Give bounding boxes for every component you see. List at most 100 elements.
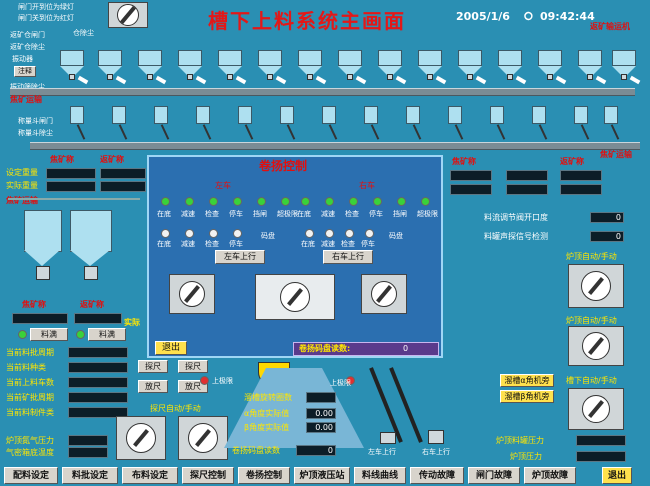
chute-15 xyxy=(629,75,641,85)
hopper-3 xyxy=(138,50,162,80)
weigh-gate-3 xyxy=(160,124,170,140)
chute-2 xyxy=(115,75,127,85)
left-car-label-2: 减速 xyxy=(181,210,195,218)
label-cur-type: 当前料种类 xyxy=(6,363,46,372)
right-value-6 xyxy=(560,184,602,195)
dialog-exit-button[interactable]: 退出 xyxy=(155,341,187,355)
cur-up-value xyxy=(68,377,128,388)
left-encoder-label-1: 在底 xyxy=(157,240,171,248)
left-car-label-5: 挡闸 xyxy=(253,210,267,218)
chute-11 xyxy=(475,75,487,85)
chute-beta-button[interactable]: 溜槽β角机旁 xyxy=(500,390,554,403)
set-weight-left xyxy=(46,168,96,179)
left-car-label-4: 停车 xyxy=(229,210,243,218)
chute-10 xyxy=(435,75,447,85)
left-encoder-led-3 xyxy=(209,229,218,238)
hoist-read-value: 0 xyxy=(296,445,336,456)
nav-button-5[interactable]: 卷扬控制 xyxy=(238,467,290,484)
chute-alpha-button[interactable]: 溜槽α角机旁 xyxy=(500,374,554,387)
label-cur-period: 当前料批周期 xyxy=(6,348,54,357)
left-hoist-knob[interactable] xyxy=(169,274,215,314)
hopper-14 xyxy=(578,50,602,80)
label-auto-manual-1: 炉顶自动/手动 xyxy=(566,252,617,261)
weigh-hopper-1 xyxy=(70,106,84,124)
left-car-led-5 xyxy=(257,197,266,206)
beta-value: 0.00 xyxy=(306,422,336,433)
left-car-led-6 xyxy=(281,197,290,206)
nav-button-10[interactable]: 炉顶故障 xyxy=(524,467,576,484)
chute-4 xyxy=(195,75,207,85)
upper-conveyor xyxy=(10,88,635,96)
left-bin-1-gate xyxy=(36,266,50,280)
label-coke-side: 焦矿运输 xyxy=(6,196,38,205)
set-weight-right xyxy=(100,168,146,179)
status-led-1 xyxy=(18,330,27,339)
left-bin-2 xyxy=(70,210,112,252)
hopper-2 xyxy=(98,50,122,80)
label-right-col-1: 焦矿称 xyxy=(452,157,476,166)
label-furnace-pressure: 炉顶氮气压力 xyxy=(6,436,54,445)
nav-button-6[interactable]: 炉顶液压站 xyxy=(294,467,350,484)
left-bin-1 xyxy=(24,210,62,252)
nav-button-7[interactable]: 料线曲线 xyxy=(354,467,406,484)
note-button[interactable]: 注释 xyxy=(14,66,36,77)
ruler-knob-2[interactable] xyxy=(178,416,228,460)
hopper-8 xyxy=(338,50,362,80)
label-set-weight: 设定重量 xyxy=(6,168,38,177)
weigh-gate-13 xyxy=(580,124,590,140)
weigh-hopper-2 xyxy=(112,106,126,124)
actual-weight-right xyxy=(100,181,146,192)
chute-1 xyxy=(77,75,89,85)
label-right-car: 右车 xyxy=(359,181,375,190)
weigh-hopper-14 xyxy=(604,106,618,124)
nav-button-4[interactable]: 探尺控制 xyxy=(182,467,234,484)
weigh-gate-1 xyxy=(76,124,86,140)
left-car-led-4 xyxy=(233,197,242,206)
ruler-button-2[interactable]: 探尺 xyxy=(178,360,208,373)
weigh-hopper-10 xyxy=(448,106,462,124)
nav-button-3[interactable]: 布料设定 xyxy=(122,467,178,484)
label-weigh-gate: 称量斗闸门 xyxy=(18,117,53,125)
weigh-gate-12 xyxy=(538,124,548,140)
weigh-gate-5 xyxy=(244,124,254,140)
label-actual: 实际 xyxy=(124,318,140,327)
nav-button-9[interactable]: 闸门故障 xyxy=(468,467,520,484)
center-hoist-knob[interactable] xyxy=(255,274,335,320)
weigh-gate-10 xyxy=(454,124,464,140)
top-selector-knob[interactable] xyxy=(108,2,148,28)
cur-period-value xyxy=(68,347,128,358)
ruler-knob-1[interactable] xyxy=(116,416,166,460)
right-car-up-button[interactable]: 右车上行 xyxy=(323,250,373,264)
under-auto-knob[interactable] xyxy=(568,388,624,430)
left-car-led-2 xyxy=(185,197,194,206)
weigh-hopper-12 xyxy=(532,106,546,124)
furnace-auto-knob-2[interactable] xyxy=(568,326,624,366)
label-actual-weight: 实际重量 xyxy=(6,181,38,190)
nav-button-8[interactable]: 传动故障 xyxy=(410,467,464,484)
furnace-auto-knob-1[interactable] xyxy=(568,264,624,308)
nav-button-1[interactable]: 配料设定 xyxy=(4,467,58,484)
weigh-gate-8 xyxy=(370,124,380,140)
label-right-up: 右车上行 xyxy=(422,448,450,456)
hopper-11 xyxy=(458,50,482,80)
page-title: 槽下上料系统主画面 xyxy=(208,9,406,33)
label-left-ore-top: 焦矿称 xyxy=(50,155,74,164)
label-rotation: 溜槽旋转圈数 xyxy=(244,393,292,402)
label-weigh-dust: 称量斗除尘 xyxy=(18,129,53,137)
full-status-2[interactable]: 料满 xyxy=(88,328,126,341)
label-gas-pressure: 气密箱底温度 xyxy=(6,448,54,457)
label-hoist-read: 卷扬码盘读数 xyxy=(232,446,280,455)
label-vib-screen-dust: 振动筛除尘 xyxy=(10,83,45,91)
left-car-up-button[interactable]: 左车上行 xyxy=(215,250,265,264)
full-status-1[interactable]: 料满 xyxy=(30,328,68,341)
label-close-limit: 闸门关到位为红灯 xyxy=(18,14,74,22)
right-hoist-knob[interactable] xyxy=(361,274,407,314)
label-upper-limit: 上极限 xyxy=(212,377,233,385)
lower-ruler-button-1[interactable]: 放尺 xyxy=(138,380,168,393)
main-exit-button[interactable]: 退出 xyxy=(602,467,632,484)
label-left-up: 左车上行 xyxy=(368,448,396,456)
clock-icon: ⭘ xyxy=(524,10,533,23)
nav-button-2[interactable]: 料批设定 xyxy=(62,467,118,484)
ruler-button-1[interactable]: 探尺 xyxy=(138,360,168,373)
sound-signal-value: 0 xyxy=(590,231,624,242)
